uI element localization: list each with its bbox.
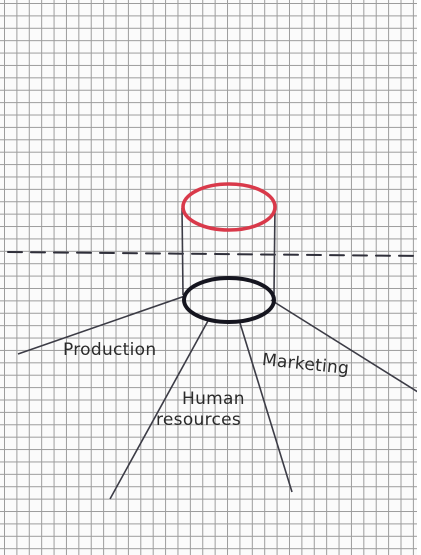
label-human-resources-line1: Human [182,389,245,409]
label-human-resources-line2: resources [156,410,242,430]
dashed-horizon-line [7,251,421,257]
human-resources-left-line [109,318,210,500]
paper-edge [417,0,421,555]
cylinder-top-ellipse [181,182,277,232]
cylinder-left-wall [181,207,184,296]
marketing-line [270,299,421,395]
cylinder-bottom-ellipse [182,276,276,324]
cylinder-right-wall [273,204,276,295]
production-line [17,295,186,355]
human-resources-right-line [239,322,293,493]
label-production: Production [63,340,157,360]
